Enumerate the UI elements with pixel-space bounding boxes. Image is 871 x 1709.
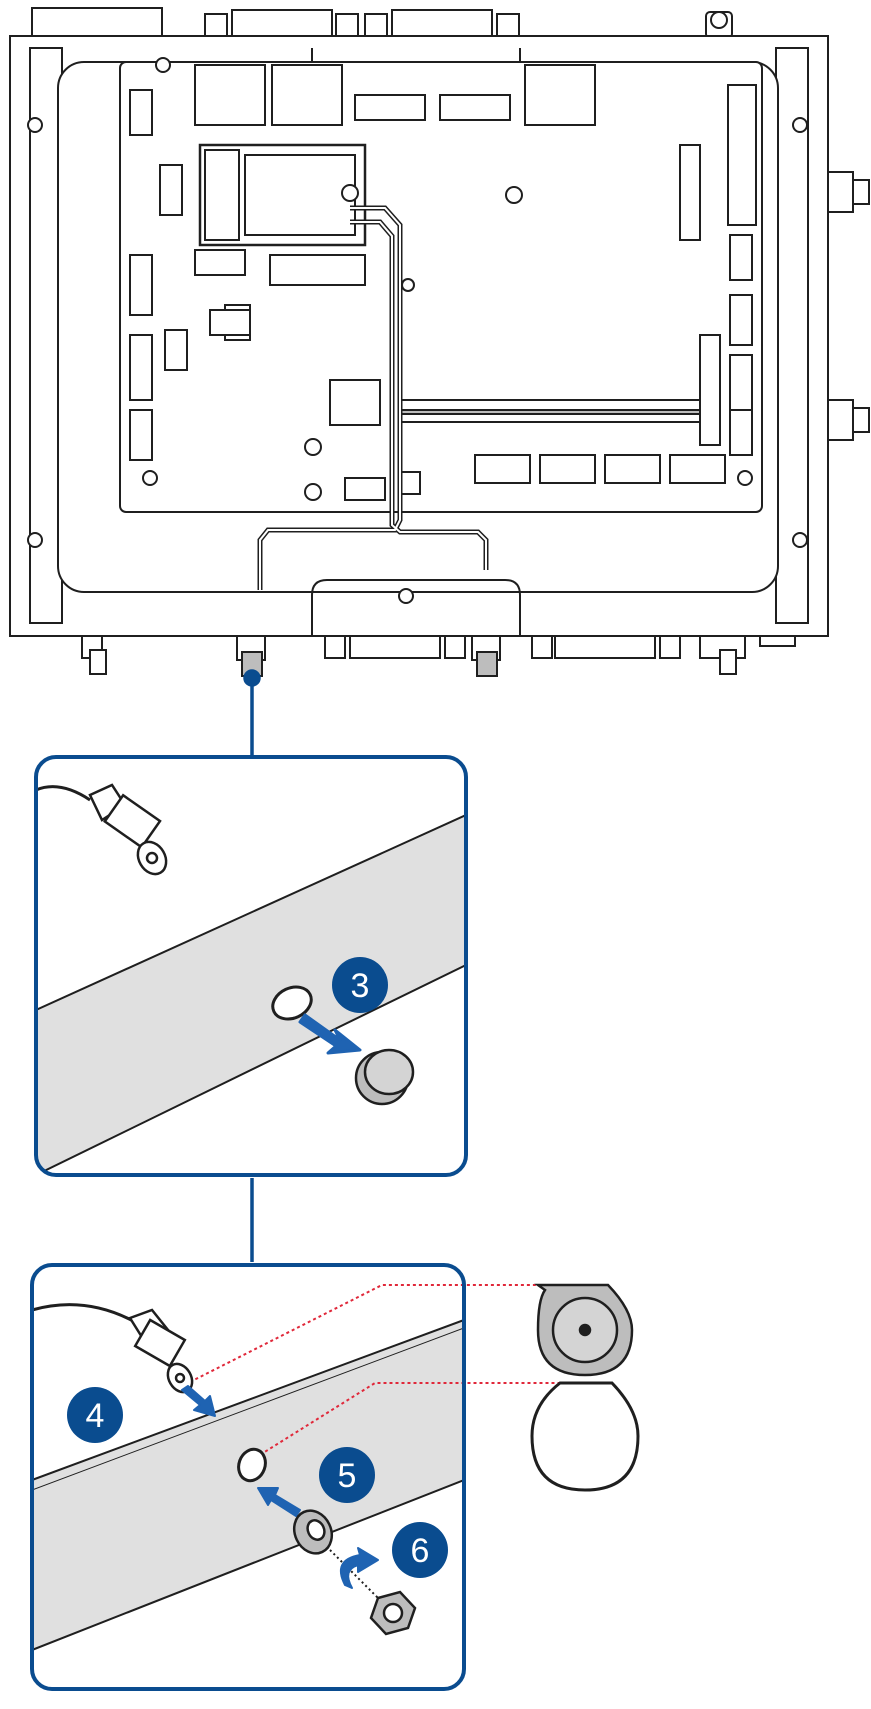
connector-end-view: [534, 1283, 634, 1377]
step-3-label: 3: [351, 967, 370, 1005]
nut-icon: [369, 1590, 417, 1636]
step-3-badge: 3: [332, 957, 388, 1013]
washer-arrow: [257, 1487, 301, 1517]
step-4-label: 4: [86, 1397, 105, 1435]
step-5-badge: 5: [319, 1447, 375, 1503]
antenna-connector-icon: [31, 1303, 194, 1394]
washer-icon: [292, 1509, 334, 1555]
step-6-label: 6: [411, 1532, 430, 1570]
insert-arrow: [181, 1385, 216, 1417]
callout-connectors: [243, 669, 261, 1262]
mounting-hole: [237, 1447, 267, 1483]
mounting-hole: [271, 985, 313, 1021]
leader-lines: [189, 1284, 560, 1459]
detail-panel-steps-4-6: 4 5 6: [30, 1263, 560, 1691]
antenna-connector-icon: [35, 783, 168, 876]
step-5-label: 5: [338, 1457, 357, 1495]
hole-end-view: [530, 1381, 640, 1492]
chassis-top-view: [9, 7, 870, 677]
step-6-badge: 6: [392, 1522, 448, 1578]
remove-arrow: [298, 1013, 362, 1055]
step-4-badge: 4: [67, 1387, 123, 1443]
detail-panel-step-3: 3: [34, 755, 468, 1177]
rotate-arrow-icon: [340, 1547, 379, 1589]
hole-plug-icon: [354, 1048, 415, 1106]
